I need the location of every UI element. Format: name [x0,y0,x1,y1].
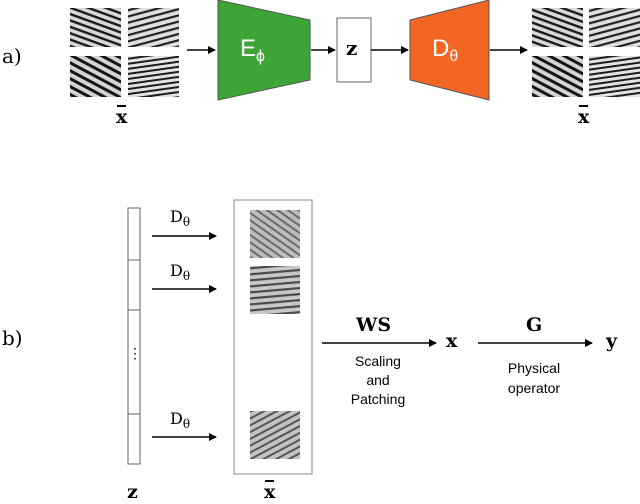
latent-z-label-a: z [346,36,358,60]
ws-caption: Scaling and Patching [350,353,406,407]
output-patches [532,8,640,97]
input-patch-4 [128,56,179,97]
output-patch-4 [589,56,640,97]
output-patch-1 [532,8,583,47]
decoder-arrow-label-2: Dθ [170,261,191,283]
panel-b-label: b) [2,326,23,350]
latent-z-box [336,17,372,83]
latent-ellipsis: ⋮ [128,346,142,362]
decoder-label: Dθ [432,35,459,65]
output-patch-3 [532,56,583,97]
encoder-block [217,0,311,101]
decoder-block [409,0,490,101]
input-patch-1 [70,8,121,47]
decoder-arrow-label-1: Dθ [170,207,191,229]
panel-a-label: a) [2,44,22,68]
latent-z-label-b: z [127,481,138,503]
g-label: G [526,314,543,336]
input-x-label: x [116,105,128,128]
latent-vector [127,207,141,465]
decoder-arrow-label-3: Dθ [170,409,191,431]
decoder-subscript: θ [449,48,459,65]
decoded-patch-1 [250,210,300,258]
input-patch-2 [128,8,179,47]
x-label: x [446,330,458,352]
decoded-patch-2 [250,266,300,314]
input-patch-3 [70,56,121,97]
input-patches [70,8,179,97]
y-label: y [606,330,618,352]
output-patch-2 [589,8,640,47]
encoder-subscript: ϕ [256,48,265,65]
decoded-patch-3 [250,411,300,459]
patches-x-label: x [264,480,276,503]
g-caption: Physical operator [507,360,561,396]
encoder-label: Eϕ [240,35,265,65]
ws-label: WS [356,314,392,336]
output-x-label: x [578,105,590,128]
